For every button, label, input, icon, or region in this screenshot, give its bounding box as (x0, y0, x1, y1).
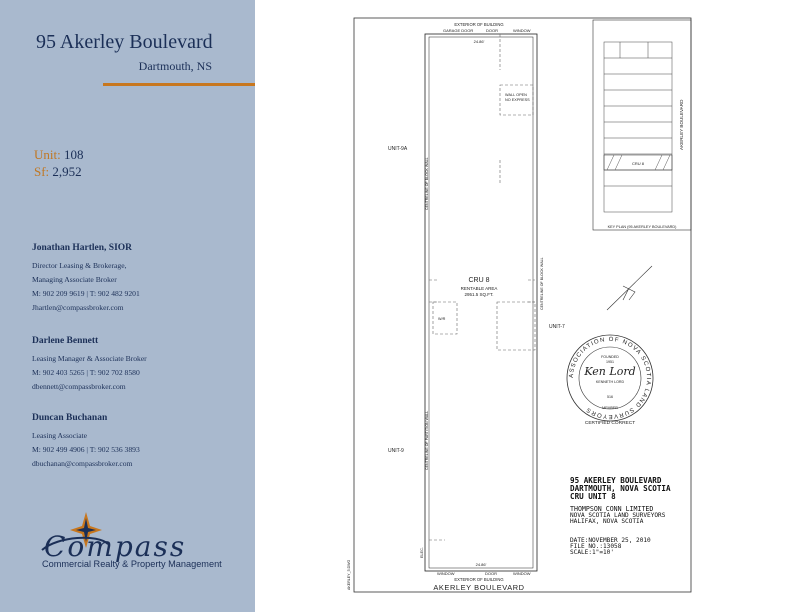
label-wall-open: WALL OPEN (505, 93, 527, 97)
note-partition-wall: CENTRELINE OF PARTITION WALL (425, 411, 429, 470)
street-label: AKERLEY BOULEVARD (433, 583, 524, 592)
north-arrow-icon (606, 265, 653, 311)
compass-star-icon (70, 512, 102, 548)
sheet-border (353, 17, 692, 593)
surveyor-seal: ASSOCIATION OF NOVA SCOTIA LAND SURVEYOR… (566, 334, 654, 422)
title-block-company-loc: HALIFAX, NOVA SCOTIA (570, 518, 644, 525)
property-address: 95 Akerley Boulevard (36, 31, 213, 53)
contact-title: Director Leasing & Brokerage, (32, 261, 127, 270)
title-block-address: 95 AKERLEY BOULEVARD (570, 476, 662, 485)
label-unit-9a: UNIT-9A (388, 146, 408, 152)
label-door-bottom: DOOR (485, 571, 497, 576)
label-garage-door: GARAGE DOOR (443, 28, 473, 33)
note-block-wall-right: CENTRELINE OF BLOCK WALL (540, 257, 544, 310)
title-block-unit: CRU UNIT 8 (570, 492, 616, 501)
label-no-express: NO EXPRESS (505, 98, 530, 102)
key-plan-street: AKERLEY BOULEVARD (679, 99, 684, 150)
logo-tagline: Commercial Realty & Property Management (42, 559, 222, 569)
info-panel: 95 Akerley Boulevard Dartmouth, NS Unit:… (0, 0, 255, 612)
key-plan-caption: KEY PLAN (95 AKERLEY BOULEVARD) (608, 225, 678, 229)
contact-bennett: Darlene Bennett Leasing Manager & Associ… (32, 336, 147, 394)
certified-label: CERTIFIED CORRECT (585, 420, 635, 426)
label-window-bottom-right: WINDOW (513, 571, 531, 576)
unit-label: Unit: (34, 147, 61, 162)
contact-phone: M: 902 209 9619 | T: 902 482 9201 (32, 289, 140, 298)
interior-partitions (429, 34, 536, 541)
seal-number: 516 (607, 395, 613, 399)
label-window-top: WINDOW (513, 28, 531, 33)
compass-logo: Compass (41, 512, 186, 563)
contact-name: Darlene Bennett (32, 336, 99, 346)
contact-hartlen: Jonathan Hartlen, SIOR Director Leasing … (32, 243, 140, 315)
seal-year: 1951 (606, 360, 614, 364)
property-city: Dartmouth, NS (138, 59, 212, 73)
cru-label: CRU 8 (468, 277, 489, 284)
key-plan-cru-label: CRU 8 (632, 161, 645, 166)
label-window-bottom-left: WINDOW (437, 571, 455, 576)
sf-line: Sf: 2,952 (34, 164, 82, 180)
title-block-scale: SCALE:1"=10' (570, 549, 615, 556)
contact-buchanan: Duncan Buchanan Leasing Associate M: 902… (32, 413, 140, 471)
label-door-top: DOOR (486, 28, 498, 33)
title-block-company-sub: NOVA SCOTIA LAND SURVEYORS (570, 512, 666, 519)
sf-label: Sf: (34, 164, 50, 179)
seal-name: KENNETH LORD (596, 380, 625, 384)
key-plan: CRU 8 AKERLEY BOULEVARD KEY PLAN (95 AKE… (592, 19, 692, 231)
contact-phone: M: 902 499 4906 | T: 902 536 3893 (32, 445, 140, 454)
unit-line: Unit: 108 (34, 147, 83, 163)
contact-email-link[interactable]: dbennett@compassbroker.com (32, 382, 126, 391)
dimension-bottom: 24.86' (476, 562, 487, 567)
title-block-file: FILE NO.:13058 (570, 543, 622, 550)
title-block-city: DARTMOUTH, NOVA SCOTIA (570, 484, 671, 493)
logo-wordmark: Compass (44, 530, 186, 563)
label-exterior-top: EXTERIOR OF BUILDING (454, 22, 503, 27)
label-washroom: W/R (438, 317, 446, 321)
title-block-date: DATE:NOVEMBER 25, 2010 (570, 537, 651, 544)
cru-8-outline (424, 33, 538, 572)
title-block-company: THOMPSON CONN LIMITED (570, 505, 654, 513)
contact-name: Jonathan Hartlen, SIOR (32, 243, 133, 253)
label-unit-9: UNIT-9 (388, 448, 404, 454)
dimension-top: 24.86' (474, 39, 485, 44)
contact-email-link[interactable]: dbuchanan@compassbroker.com (32, 459, 133, 468)
floor-plan-drawing: EXTERIOR OF BUILDING GARAGE DOOR DOOR WI… (347, 17, 692, 593)
contact-title: Leasing Manager & Associate Broker (32, 354, 147, 363)
accent-rule (103, 83, 255, 86)
drawing-file-code: AKERLEY_5.DWG (347, 559, 351, 590)
label-elec: ELEC. (420, 547, 424, 558)
contact-email-link[interactable]: Jhartlen@compassbroker.com (32, 303, 124, 312)
seal-founded: FOUNDED (601, 355, 619, 359)
contact-name: Duncan Buchanan (32, 413, 108, 423)
sf-value: 2,952 (52, 164, 82, 179)
seal-member: MEMBER (602, 406, 618, 410)
contact-title: Leasing Associate (32, 431, 88, 440)
label-exterior-bottom: EXTERIOR OF BUILDING (454, 577, 503, 582)
seal-signature: Ken Lord (583, 365, 635, 378)
label-unit-7: UNIT-7 (549, 324, 565, 330)
contact-phone: M: 902 403 5265 | T: 902 702 8580 (32, 368, 140, 377)
rentable-area-value: 2951.5 SQ.FT. (464, 292, 493, 297)
note-block-wall-left: CENTRELINE OF BLOCK WALL (425, 157, 429, 210)
key-plan-highlight: CRU 8 (603, 154, 673, 171)
unit-value: 108 (63, 147, 84, 162)
contact-title-2: Managing Associate Broker (32, 275, 117, 284)
rentable-area-label: RENTABLE AREA (461, 286, 498, 291)
